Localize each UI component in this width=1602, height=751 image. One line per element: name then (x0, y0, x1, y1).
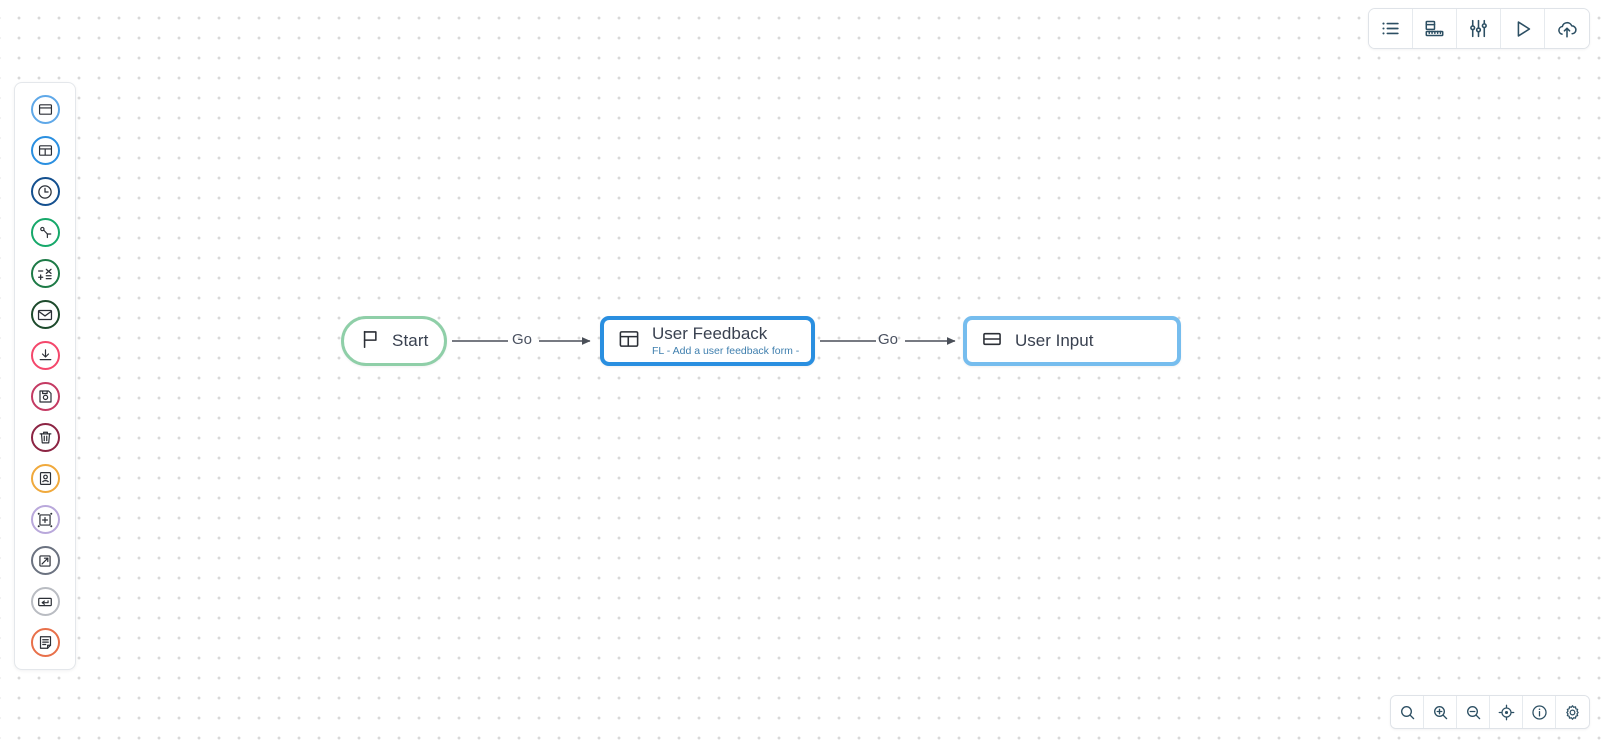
play-run-button[interactable] (1501, 9, 1545, 48)
layout-ruler-icon (1424, 18, 1445, 39)
search-icon (1399, 704, 1416, 721)
cloud-upload-button[interactable] (1545, 9, 1589, 48)
bottom-toolbar[interactable] (1390, 695, 1590, 729)
node-start[interactable]: Start (341, 316, 447, 366)
palette-item-note[interactable] (30, 628, 60, 657)
edge-label-go-2[interactable]: Go (878, 331, 899, 348)
palette-item-add-image[interactable] (30, 505, 60, 534)
center-target-button[interactable] (1490, 696, 1523, 728)
palette-item-download[interactable] (30, 341, 60, 370)
layout-panel-icon (618, 328, 640, 355)
gear-icon (1564, 704, 1581, 721)
palette-item-delete[interactable] (30, 423, 60, 452)
branch-node-icon (38, 225, 53, 240)
floppy-save-icon (38, 389, 53, 404)
list-view-button[interactable] (1369, 9, 1413, 48)
settings-gear-button[interactable] (1556, 696, 1589, 728)
id-card-icon (38, 471, 53, 486)
palette-item-mail[interactable] (30, 300, 60, 329)
cloud-upload-icon (1556, 18, 1578, 40)
palette-item-calculator[interactable] (30, 259, 60, 288)
math-operators-icon (37, 266, 53, 282)
sliders-settings-button[interactable] (1457, 9, 1501, 48)
palette-item-expand[interactable] (30, 546, 60, 575)
info-button[interactable] (1523, 696, 1556, 728)
palette-item-layout[interactable] (30, 136, 60, 165)
palette-item-id-card[interactable] (30, 464, 60, 493)
search-button[interactable] (1391, 696, 1424, 728)
node-user-feedback-subtitle: FL - Add a user feedback form - (652, 345, 800, 358)
flag-icon (360, 328, 382, 355)
envelope-icon (37, 307, 53, 323)
node-palette[interactable] (14, 82, 76, 670)
clock-icon (37, 184, 53, 200)
download-icon (38, 348, 53, 363)
top-toolbar[interactable] (1368, 8, 1590, 49)
zoom-in-icon (1432, 704, 1449, 721)
window-icon (38, 102, 53, 117)
trash-icon (38, 430, 53, 445)
enter-return-icon (37, 594, 53, 610)
palette-item-return[interactable] (30, 587, 60, 616)
add-frame-icon (37, 512, 53, 528)
zoom-in-button[interactable] (1424, 696, 1457, 728)
node-user-feedback[interactable]: User Feedback FL - Add a user feedback f… (600, 316, 815, 366)
palette-item-save[interactable] (30, 382, 60, 411)
zoom-out-button[interactable] (1457, 696, 1490, 728)
node-user-input-text: User Input (1015, 331, 1177, 351)
play-run-icon (1512, 18, 1534, 40)
input-field-icon (981, 328, 1003, 355)
palette-item-clock[interactable] (30, 177, 60, 206)
edge-label-go-1[interactable]: Go (512, 331, 533, 348)
layout-ruler-button[interactable] (1413, 9, 1457, 48)
info-icon (1531, 704, 1548, 721)
node-user-feedback-text: User Feedback FL - Add a user feedback f… (652, 324, 811, 358)
center-target-icon (1498, 704, 1515, 721)
sliders-settings-icon (1468, 18, 1489, 39)
node-user-input[interactable]: User Input (963, 316, 1181, 366)
arrow-expand-icon (37, 553, 53, 569)
node-user-feedback-title: User Feedback (652, 323, 768, 343)
layout-panel-icon (38, 143, 53, 158)
palette-item-window[interactable] (30, 95, 60, 124)
palette-item-branch[interactable] (30, 218, 60, 247)
note-document-icon (38, 635, 53, 650)
node-start-title: Start (392, 331, 429, 350)
node-user-input-title: User Input (1015, 331, 1094, 351)
list-view-icon (1380, 18, 1401, 39)
zoom-out-icon (1465, 704, 1482, 721)
